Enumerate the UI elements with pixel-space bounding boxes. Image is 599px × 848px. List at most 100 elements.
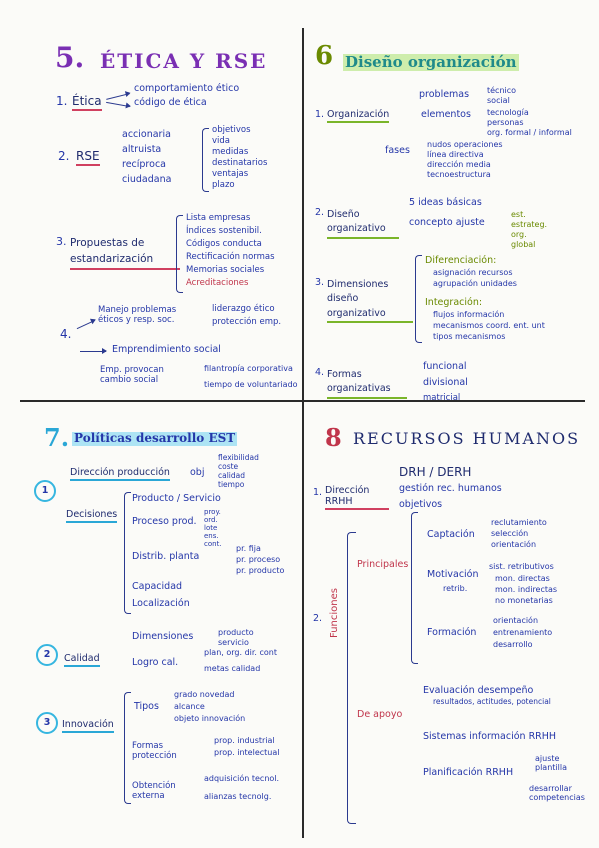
s7-1-obj: obj (190, 467, 205, 478)
s5-3-item-0: Lista empresas (186, 213, 251, 223)
section-politicas-desarrollo: 7. Políticas desarrollo EST 1 Dirección … (0, 402, 300, 848)
s5-3-item-5: Acreditaciones (186, 278, 249, 288)
s7-3-t-1: alcance (174, 702, 205, 711)
s8-2-form-2: desarrollo (493, 640, 533, 649)
s7-3-formas: Formas protección (132, 741, 177, 761)
s6-3-dif-0: asignación recursos (433, 268, 513, 277)
s7-1-dec-1: Proceso prod. (132, 516, 197, 527)
s5-2-left-1: altruista (122, 144, 162, 155)
s6-3-int-2: tipos mecanismos (433, 332, 506, 341)
s6-2-b-2: org. (511, 230, 527, 239)
s5-2-left-3: ciudadana (122, 174, 172, 185)
s5-2-num: 2. (58, 149, 70, 163)
s6-1-elementos: elementos (421, 109, 471, 120)
s8-2-sist: Sistemas información RRHH (423, 731, 557, 742)
s7-1-proc-3: ens. (204, 532, 219, 540)
s8-1-item-1: gestión rec. humanos (399, 483, 502, 494)
s8-2-motiv-0: sist. retributivos (489, 562, 554, 571)
section-5-title: ÉTICA Y RSE (100, 49, 268, 73)
s6-4-item-0: funcional (423, 361, 467, 372)
s6-2-label: Diseño organizativo (327, 208, 399, 239)
s7-2-a: Dimensiones (132, 631, 194, 642)
s7-1-dec: Decisiones (66, 509, 118, 523)
s6-1-f-1: línea directiva (427, 150, 484, 159)
s5-2-left-2: recíproca (122, 159, 166, 170)
brace (176, 215, 183, 293)
s6-2-b-3: global (511, 240, 536, 249)
s8-2-apoyo: De apoyo (357, 709, 403, 720)
s5-4-c-item-0: filantropía corporativa (204, 364, 293, 373)
s6-3-int-0: flujos información (433, 310, 505, 319)
s8-2-plan: Planificación RRHH (423, 767, 514, 778)
s7-2-b-0: plan, org. dir. cont (204, 648, 278, 657)
s8-2-form-0: orientación (493, 616, 539, 625)
s6-3-dif-1: agrupación unidades (433, 279, 517, 288)
section-6-number: 6 (315, 41, 334, 71)
s6-2-b: concepto ajuste (409, 217, 485, 228)
s8-2-plan-0: ajuste plantilla (535, 754, 567, 773)
s7-2-num: 2 (36, 644, 58, 666)
s8-2-capt-2: orientación (491, 540, 537, 549)
s8-2-eval: Evaluación desempeño (423, 685, 534, 696)
s7-1-dec-2: Distrib. planta (132, 551, 200, 562)
s6-1-e-0: tecnología (487, 108, 529, 117)
s5-2-right-1: vida (212, 136, 230, 146)
s6-1-p-1: social (487, 96, 510, 105)
s5-2-right-4: ventajas (212, 169, 249, 179)
s5-4-c-item-1: tiempo de voluntariado (204, 380, 298, 389)
s5-3-num: 3. (56, 235, 67, 248)
s6-4-label: Formas organizativas (327, 368, 407, 399)
s8-2-form-1: entrenamiento (493, 628, 553, 637)
s6-3-num: 3. (315, 277, 325, 288)
s5-3-item-4: Memorias sociales (186, 265, 265, 275)
s8-2-capt-1: selección (491, 529, 529, 538)
s7-3-num: 3 (36, 712, 58, 734)
arrow (80, 348, 107, 354)
s6-2-a: 5 ideas básicas (409, 197, 482, 208)
s5-2-label: RSE (76, 149, 100, 166)
s7-2-b: Logro cal. (132, 657, 179, 668)
section-etica-rse: 5. ÉTICA Y RSE 1. Ética comportamiento é… (0, 0, 300, 400)
s8-1-item-0: DRH / DERH (399, 465, 472, 479)
s6-3-dif: Diferenciación: (425, 255, 497, 266)
s7-2-a-1: servicio (218, 638, 249, 647)
s6-3-label: Dimensiones diseño organizativo (327, 278, 413, 323)
s8-2-ret-0: mon. directas (495, 574, 550, 583)
s8-2-num: 2. (313, 613, 323, 624)
s8-2-form: Formación (427, 627, 477, 638)
s6-3-int: Integración: (425, 297, 483, 308)
vertical-divider (302, 28, 304, 838)
s7-1-proc-1: ord. (204, 516, 218, 524)
brace (124, 492, 131, 614)
s5-4-a: Manejo problemas éticos y resp. soc. (98, 305, 177, 325)
s6-1-f-3: tecnoestructura (427, 170, 491, 179)
s6-1-f-2: dirección media (427, 160, 491, 169)
section-8-number: 8 (325, 423, 342, 452)
s7-1-dec-0: Producto / Servicio (132, 493, 221, 504)
s8-2-princ: Principales (357, 559, 409, 570)
s5-3-item-1: Índices sostenibil. (186, 226, 262, 236)
s6-1-f-0: nudos operaciones (427, 140, 503, 149)
s5-3-label: Propuestas de estandarización (70, 236, 180, 270)
s6-4-item-2: matricial (423, 393, 461, 403)
section-7-title: Políticas desarrollo EST (72, 431, 238, 446)
section-6-title: Diseño organización (343, 53, 519, 72)
s5-2-right-2: medidas (212, 147, 249, 157)
s6-1-fases: fases (385, 145, 410, 156)
s7-1-dec-3: Capacidad (132, 581, 183, 592)
s5-1-item-1: código de ética (134, 97, 207, 108)
s7-1-dec-4: Localización (132, 598, 190, 609)
s8-1-item-2: objetivos (399, 499, 443, 510)
s7-3-obt: Obtención externa (132, 781, 176, 801)
s7-3-t-0: grado novedad (174, 690, 235, 699)
s5-2-right-3: destinatarios (212, 158, 268, 168)
s6-4-item-1: divisional (423, 377, 468, 388)
brace (124, 692, 131, 804)
s8-2-ret: retrib. (443, 584, 468, 593)
s7-3-f-1: prop. intelectual (214, 748, 280, 757)
s5-1-item-0: comportamiento ético (134, 83, 240, 94)
section-7-number: 7. (44, 423, 70, 452)
brace (411, 512, 418, 664)
s7-1-proc-4: cont. (204, 540, 222, 548)
